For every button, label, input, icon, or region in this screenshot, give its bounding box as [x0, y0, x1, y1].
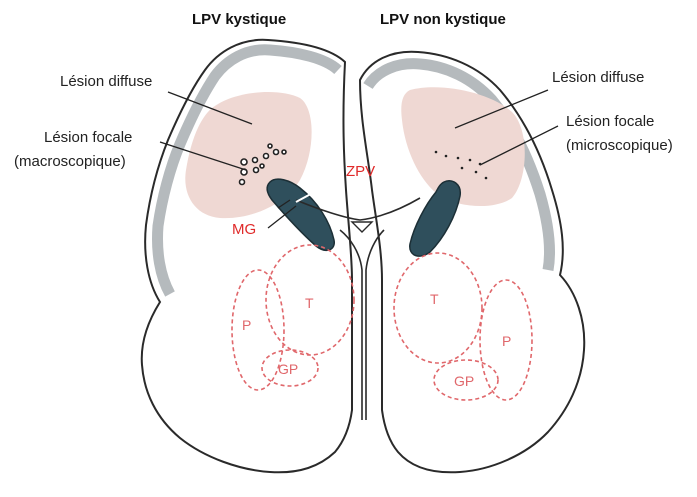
label-right-diffuse: Lésion diffuse	[552, 69, 644, 86]
nucleus-left-p: P	[242, 317, 251, 333]
nucleus-right-t: T	[430, 291, 439, 307]
label-left-focal-1: Lésion focale	[44, 129, 132, 146]
label-left-focal-2: (macroscopique)	[14, 153, 126, 170]
third-ventricle	[352, 222, 372, 232]
nucleus-right-p: P	[502, 333, 511, 349]
header-left: LPV kystique	[192, 11, 286, 28]
nucleus-left-t: T	[305, 295, 314, 311]
label-right-focal-1: Lésion focale	[566, 113, 654, 130]
label-zpv: ZPV	[346, 163, 375, 180]
label-mg: MG	[232, 221, 256, 238]
nucleus-right-gp: GP	[454, 373, 474, 389]
header-right: LPV non kystique	[380, 11, 506, 28]
label-right-focal-2: (microscopique)	[566, 137, 673, 154]
nucleus-left-gp: GP	[278, 361, 298, 377]
label-left-diffuse: Lésion diffuse	[60, 73, 152, 90]
